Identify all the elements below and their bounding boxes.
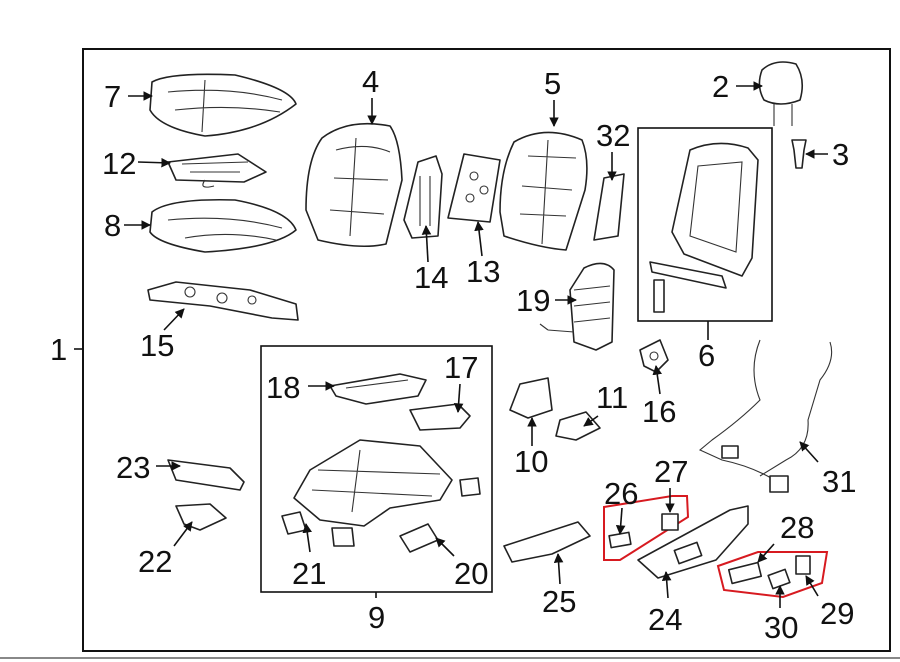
power-seat-adjuster <box>293 439 481 527</box>
callout-17: 17 <box>444 350 478 385</box>
seat-switch <box>608 531 632 549</box>
callout-9: 9 <box>368 600 385 635</box>
callout-13: 13 <box>466 254 500 289</box>
callout-6: 6 <box>698 338 715 373</box>
wire-bracket <box>167 459 245 491</box>
callout-18: 18 <box>266 370 300 405</box>
callout-26: 26 <box>604 476 638 511</box>
side-shield-outer <box>637 505 749 579</box>
seat-cushion-cover <box>149 73 297 137</box>
callout-15: 15 <box>140 328 174 363</box>
callout-8: 8 <box>104 208 121 243</box>
seat-heater-pad <box>167 153 267 188</box>
side-shield-upper <box>509 377 553 419</box>
switch-button <box>767 568 791 590</box>
lumbar-switch <box>727 561 763 585</box>
switch-highlight-box <box>603 495 690 561</box>
callout-25: 25 <box>542 584 576 619</box>
leader-lines <box>124 81 828 608</box>
callout-1: 1 <box>50 332 67 367</box>
assembly-frame <box>82 48 891 652</box>
callout-24: 24 <box>648 602 682 637</box>
seatback-frame <box>649 142 759 313</box>
side-bolster <box>593 173 625 241</box>
wire-harness <box>698 339 833 493</box>
lumbar-support <box>539 262 615 351</box>
recliner-bracket <box>639 339 669 373</box>
callout-31: 31 <box>822 464 856 499</box>
lumbar-panel <box>403 155 443 239</box>
callout-11: 11 <box>596 380 628 415</box>
adjuster-track-upper <box>329 373 427 405</box>
callout-4: 4 <box>362 64 379 99</box>
callout-16: 16 <box>642 394 676 429</box>
seatback-cover <box>305 122 403 248</box>
backrest-frame-box <box>637 127 773 322</box>
headrest-guide <box>791 139 807 169</box>
callout-7: 7 <box>104 79 121 114</box>
seat-pan <box>147 281 299 321</box>
callout-21: 21 <box>292 556 326 591</box>
seatback-cushion <box>499 131 588 251</box>
headrest <box>758 61 804 126</box>
callout-10: 10 <box>514 444 548 479</box>
trim-cover <box>175 503 227 531</box>
callout-14: 14 <box>414 260 448 295</box>
callout-29: 29 <box>820 596 854 631</box>
callout-23: 23 <box>116 450 150 485</box>
callout-2: 2 <box>712 69 729 104</box>
callout-28: 28 <box>780 510 814 545</box>
callout-5: 5 <box>544 66 561 101</box>
seatback-pad <box>447 153 501 223</box>
callout-27: 27 <box>654 454 688 489</box>
callout-3: 3 <box>832 137 849 172</box>
callout-30: 30 <box>764 610 798 645</box>
switch-knob <box>661 513 679 531</box>
adjuster-bracket <box>409 403 471 431</box>
callout-19: 19 <box>516 283 550 318</box>
seat-cushion <box>149 198 297 253</box>
callout-22: 22 <box>138 544 172 579</box>
shield-clip <box>555 411 601 441</box>
callout-12: 12 <box>102 146 136 181</box>
side-shield-inner <box>503 521 591 563</box>
seat-motor <box>399 523 439 553</box>
callout-32: 32 <box>596 118 630 153</box>
switch-cap <box>795 555 811 575</box>
callout-20: 20 <box>454 556 488 591</box>
